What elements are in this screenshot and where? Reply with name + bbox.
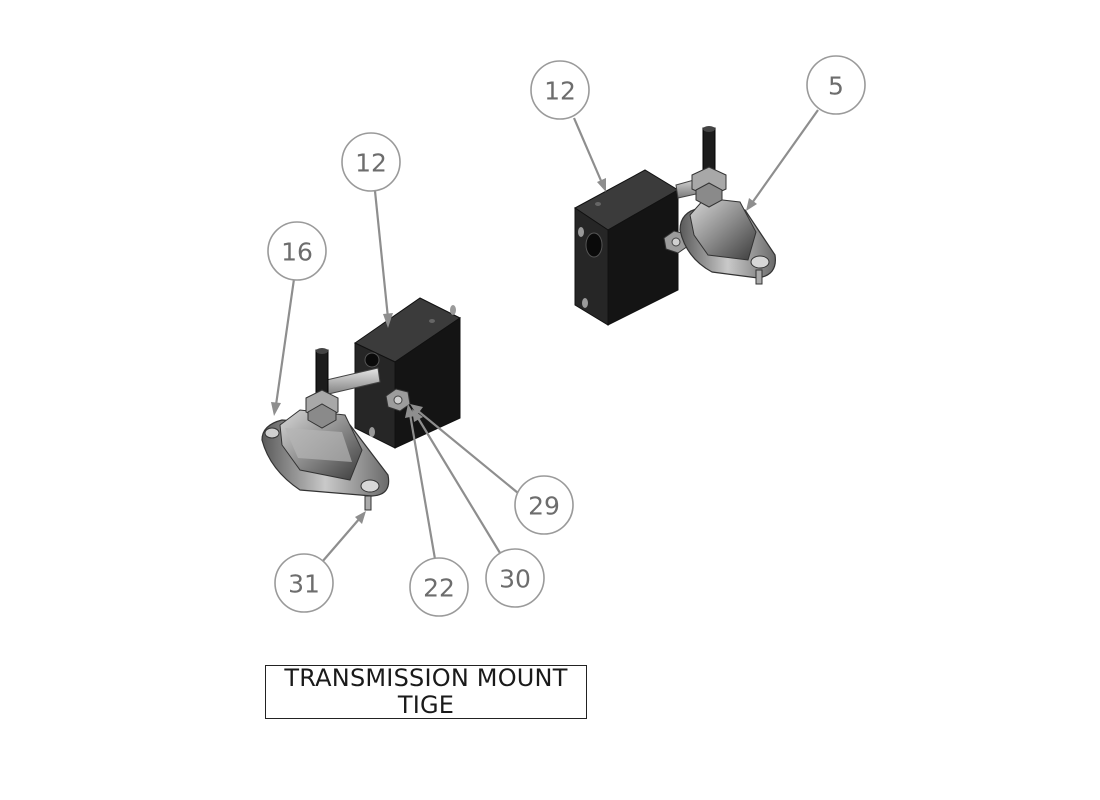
leader-lines xyxy=(271,109,819,563)
balloon-left-mount: 16 xyxy=(267,221,327,281)
balloon-label: 22 xyxy=(423,574,455,603)
balloon-left-nut: 29 xyxy=(514,475,574,535)
right-spacer-block xyxy=(574,169,679,326)
balloon-right-block: 12 xyxy=(530,60,590,120)
left-assembly xyxy=(261,297,461,511)
left-nut-part xyxy=(385,388,411,412)
balloon-label: 12 xyxy=(544,77,576,106)
balloon-left-stud: 31 xyxy=(274,553,334,613)
left-spacer-block xyxy=(354,297,461,449)
balloon-label: 12 xyxy=(355,149,387,178)
balloon-label: 29 xyxy=(528,492,560,521)
right-engine-mount xyxy=(679,126,776,285)
title-block: TRANSMISSION MOUNT TIGE xyxy=(265,665,587,719)
title-line-1: TRANSMISSION MOUNT xyxy=(284,664,568,692)
balloon-left-block: 12 xyxy=(341,132,401,192)
balloon-label: 16 xyxy=(281,238,313,267)
balloon-label: 5 xyxy=(828,72,844,101)
balloon-left-bolt-b: 30 xyxy=(485,548,545,608)
balloon-right-mount: 5 xyxy=(806,55,866,115)
balloon-label: 31 xyxy=(288,570,320,599)
title-line-2: TIGE xyxy=(397,691,455,719)
balloon-label: 30 xyxy=(499,565,531,594)
balloon-left-bolt-a: 22 xyxy=(409,557,469,617)
left-engine-mount xyxy=(261,348,390,511)
right-assembly xyxy=(574,126,776,326)
